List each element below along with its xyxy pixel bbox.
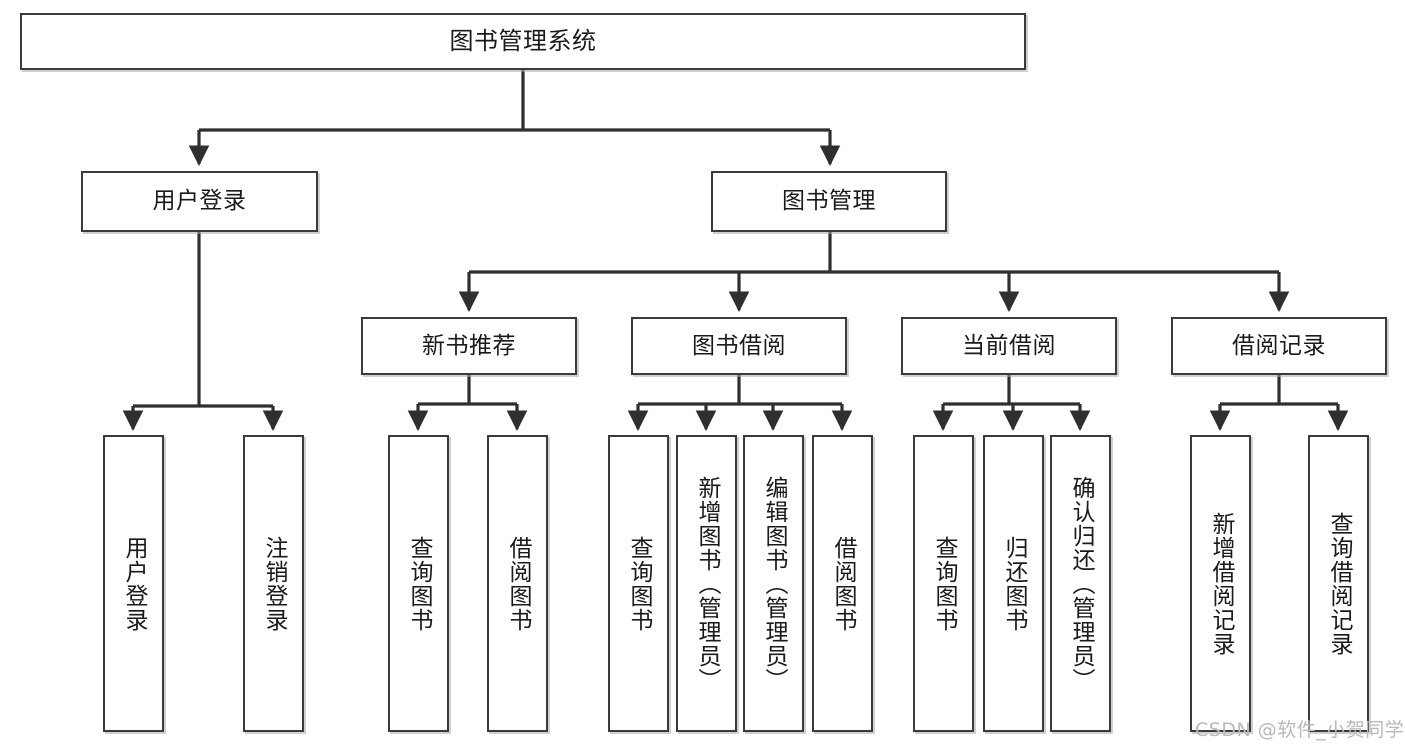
- node-leaf-query-book-2-label: 查询图书: [626, 535, 652, 632]
- node-leaf-borrow-book-2[interactable]: 借阅图书: [812, 435, 873, 732]
- node-leaf-add-record-label: 新增借阅记录: [1208, 511, 1234, 656]
- node-root[interactable]: 图书管理系统: [20, 13, 1026, 70]
- node-borrow-record[interactable]: 借阅记录: [1171, 317, 1387, 375]
- node-user-login[interactable]: 用户登录: [81, 171, 318, 232]
- node-leaf-query-book-3-label: 查询图书: [931, 535, 957, 632]
- node-current-borrow-label: 当前借阅: [962, 332, 1056, 359]
- node-book-manage[interactable]: 图书管理: [711, 171, 947, 232]
- node-user-login-label: 用户登录: [152, 188, 247, 215]
- node-leaf-user-login-label: 用户登录: [121, 535, 147, 632]
- node-leaf-return-book-label: 归还图书: [1001, 535, 1027, 632]
- node-leaf-query-book-3[interactable]: 查询图书: [913, 435, 974, 732]
- node-leaf-query-record[interactable]: 查询借阅记录: [1308, 435, 1369, 732]
- node-leaf-edit-book[interactable]: 编辑图书（管理员）: [743, 435, 804, 732]
- node-leaf-query-book-1[interactable]: 查询图书: [388, 435, 449, 732]
- node-book-borrow[interactable]: 图书借阅: [631, 317, 847, 375]
- node-borrow-record-label: 借阅记录: [1232, 332, 1326, 359]
- node-leaf-borrow-book-2-label: 借阅图书: [830, 535, 856, 632]
- node-leaf-query-record-label: 查询借阅记录: [1326, 511, 1352, 656]
- node-leaf-edit-book-label: 编辑图书（管理员）: [761, 475, 787, 692]
- node-leaf-user-login[interactable]: 用户登录: [103, 435, 164, 732]
- node-new-book-rec[interactable]: 新书推荐: [361, 317, 577, 375]
- node-book-borrow-label: 图书借阅: [692, 332, 786, 359]
- node-current-borrow[interactable]: 当前借阅: [901, 317, 1117, 375]
- node-leaf-add-book-label: 新增图书（管理员）: [694, 475, 720, 692]
- node-book-manage-label: 图书管理: [782, 188, 876, 215]
- node-leaf-add-book[interactable]: 新增图书（管理员）: [676, 435, 737, 732]
- node-leaf-add-record[interactable]: 新增借阅记录: [1190, 435, 1251, 732]
- node-leaf-confirm-return-label: 确认归还（管理员）: [1068, 475, 1094, 692]
- node-leaf-query-book-2[interactable]: 查询图书: [608, 435, 669, 732]
- node-leaf-borrow-book-1-label: 借阅图书: [505, 535, 531, 632]
- node-leaf-return-book[interactable]: 归还图书: [983, 435, 1044, 732]
- node-root-label: 图书管理系统: [449, 26, 597, 55]
- node-leaf-confirm-return[interactable]: 确认归还（管理员）: [1050, 435, 1111, 732]
- node-new-book-rec-label: 新书推荐: [422, 332, 516, 359]
- node-leaf-logout-label: 注销登录: [261, 535, 287, 632]
- node-leaf-query-book-1-label: 查询图书: [406, 535, 432, 632]
- node-leaf-borrow-book-1[interactable]: 借阅图书: [487, 435, 548, 732]
- node-leaf-logout[interactable]: 注销登录: [243, 435, 304, 732]
